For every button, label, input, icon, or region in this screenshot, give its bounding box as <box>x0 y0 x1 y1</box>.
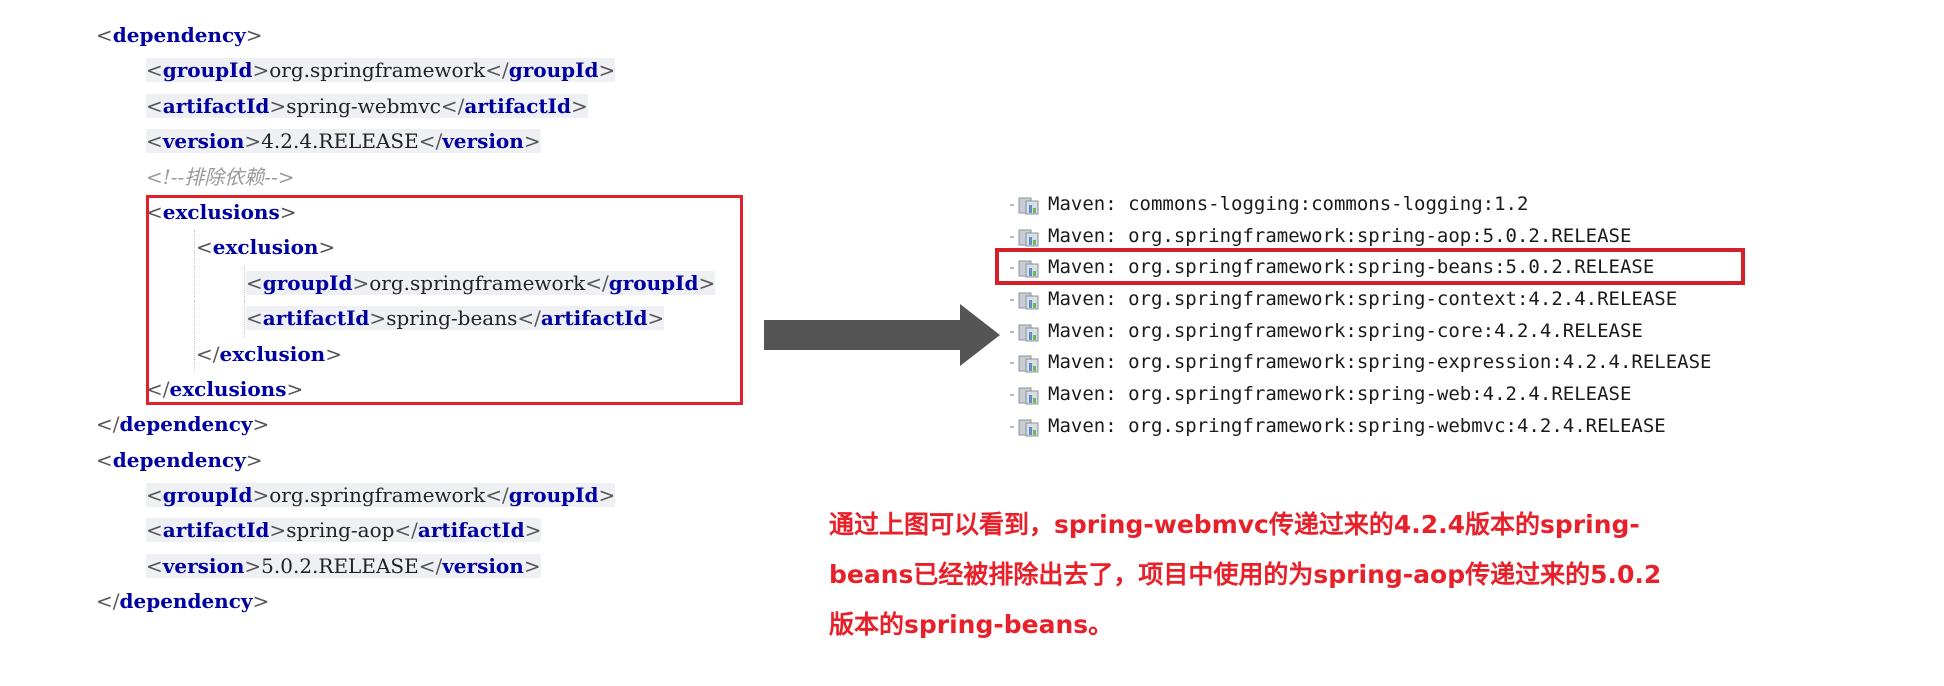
spring-beans-highlight-box <box>995 248 1745 285</box>
library-jar-icon <box>1018 355 1039 373</box>
tree-connector <box>1010 393 1014 396</box>
note-line-3: 版本的spring-beans。 <box>829 610 1114 639</box>
indent-guide <box>194 301 195 337</box>
xml-value: org.springframework <box>269 58 486 83</box>
code-line: <version>5.0.2.RELEASE</version> <box>146 553 541 578</box>
library-label: Maven: org.springframework:spring-contex… <box>1048 288 1678 311</box>
tree-connector <box>1010 235 1014 238</box>
right-arrow-icon <box>764 304 1000 366</box>
code-line: <artifactId>spring-aop</artifactId> <box>146 518 542 543</box>
library-label: Maven: org.springframework:spring-webmvc… <box>1048 414 1666 437</box>
code-line: <!--排除依赖--> <box>96 160 715 195</box>
xml-open-tag: dependency <box>112 447 246 472</box>
note-line-1: 通过上图可以看到，spring-webmvc传递过来的4.2.4版本的sprin… <box>829 510 1640 539</box>
xml-close-tag: exclusion <box>219 341 326 366</box>
indent-guide <box>244 265 245 302</box>
library-label: Maven: org.springframework:spring-aop:5.… <box>1048 224 1632 247</box>
code-line: <version>4.2.4.RELEASE</version> <box>146 129 541 154</box>
external-libraries-list: Maven: commons-logging:commons-logging:1… <box>1010 189 1711 443</box>
indent-guide <box>194 265 195 302</box>
code-line: </dependency> <box>96 412 270 437</box>
xml-close-tag: groupId <box>508 483 599 508</box>
indent-guide <box>244 301 245 337</box>
xml-close-tag: artifactId <box>464 93 572 118</box>
xml-value: 4.2.4.RELEASE <box>261 129 419 154</box>
library-label: Maven: org.springframework:spring-web:4.… <box>1048 383 1632 406</box>
library-jar-icon <box>1018 197 1039 215</box>
tree-connector <box>1010 425 1014 428</box>
library-item[interactable]: Maven: org.springframework:spring-expres… <box>1010 347 1711 379</box>
library-jar-icon <box>1018 292 1039 310</box>
code-line: <groupId>org.springframework</groupId> <box>146 58 616 83</box>
xml-close-tag: dependency <box>119 412 253 437</box>
library-item[interactable]: Maven: org.springframework:spring-beans:… <box>1010 252 1711 284</box>
indent-guide <box>194 336 195 372</box>
tree-connector <box>1010 267 1014 270</box>
library-jar-icon <box>1018 387 1039 405</box>
xml-open-tag: exclusions <box>162 199 280 224</box>
tree-connector <box>1010 362 1014 365</box>
xml-value: org.springframework <box>269 483 486 508</box>
pom-xml-code: <dependency> <groupId>org.springframework… <box>96 18 716 620</box>
xml-open-tag: artifactId <box>162 93 270 118</box>
code-line: </exclusions> <box>146 376 304 401</box>
xml-open-tag: artifactId <box>162 518 270 543</box>
tree-connector <box>1010 203 1014 206</box>
code-line: </exclusion> <box>96 336 715 372</box>
code-line: <artifactId>spring-webmvc</artifactId> <box>146 93 588 118</box>
xml-open-tag: groupId <box>162 483 253 508</box>
xml-open-tag: dependency <box>112 23 246 47</box>
xml-close-tag: exclusions <box>169 376 287 401</box>
xml-value: org.springframework <box>369 270 586 295</box>
tree-connector <box>1010 298 1014 301</box>
code-line: <dependency> <box>96 447 263 472</box>
xml-close-tag: artifactId <box>417 518 525 543</box>
code-line: <exclusion> <box>96 230 715 266</box>
code-line: <exclusions> <box>146 199 297 224</box>
library-item[interactable]: Maven: org.springframework:spring-contex… <box>1010 284 1711 316</box>
xml-open-tag: exclusion <box>212 235 319 260</box>
xml-open-tag: version <box>162 553 245 578</box>
xml-value: spring-beans <box>386 306 518 331</box>
library-jar-icon <box>1018 229 1039 247</box>
xml-close-tag: groupId <box>608 270 699 295</box>
library-label: Maven: commons-logging:commons-logging:1… <box>1048 193 1529 215</box>
library-item[interactable]: Maven: org.springframework:spring-core:4… <box>1010 316 1711 348</box>
library-label: Maven: org.springframework:spring-beans:… <box>1048 256 1655 279</box>
library-label: Maven: org.springframework:spring-expres… <box>1048 351 1712 374</box>
xml-open-tag: groupId <box>262 270 353 295</box>
library-item[interactable]: Maven: org.springframework:spring-webmvc… <box>1010 411 1711 443</box>
xml-open-tag: groupId <box>162 58 253 83</box>
code-line: <groupId>org.springframework</groupId> <box>96 265 716 302</box>
xml-comment: <!--排除依赖--> <box>146 164 295 189</box>
library-item[interactable]: Maven: org.springframework:spring-aop:5.… <box>1010 221 1711 253</box>
code-line: <dependency> <box>96 23 263 47</box>
exclusions-highlight-box <box>146 195 743 405</box>
indent-guide <box>194 230 195 266</box>
code-line: <groupId>org.springframework</groupId> <box>146 483 616 508</box>
xml-open-tag: artifactId <box>262 306 370 331</box>
code-line: </dependency> <box>96 589 270 614</box>
xml-open-tag: version <box>162 129 245 154</box>
xml-close-tag: version <box>442 129 524 154</box>
library-label: Maven: org.springframework:spring-core:4… <box>1048 319 1643 342</box>
note-line-2: beans已经被排除出去了，项目中使用的为spring-aop传递过来的5.0.… <box>829 560 1662 589</box>
explanation-note: 通过上图可以看到，spring-webmvc传递过来的4.2.4版本的sprin… <box>829 500 1809 650</box>
xml-close-tag: artifactId <box>540 306 648 331</box>
xml-close-tag: groupId <box>508 58 599 83</box>
xml-close-tag: dependency <box>119 589 253 614</box>
xml-value: 5.0.2.RELEASE <box>261 553 419 578</box>
library-jar-icon <box>1018 419 1039 437</box>
tree-connector <box>1010 330 1014 333</box>
library-jar-icon <box>1018 260 1039 278</box>
code-line: <artifactId>spring-beans</artifactId> <box>96 301 715 337</box>
xml-close-tag: version <box>442 553 524 578</box>
library-item[interactable]: Maven: commons-logging:commons-logging:1… <box>1010 189 1711 221</box>
library-item[interactable]: Maven: org.springframework:spring-web:4.… <box>1010 379 1711 411</box>
xml-value: spring-webmvc <box>286 93 441 118</box>
library-jar-icon <box>1018 324 1039 342</box>
xml-value: spring-aop <box>286 518 395 543</box>
